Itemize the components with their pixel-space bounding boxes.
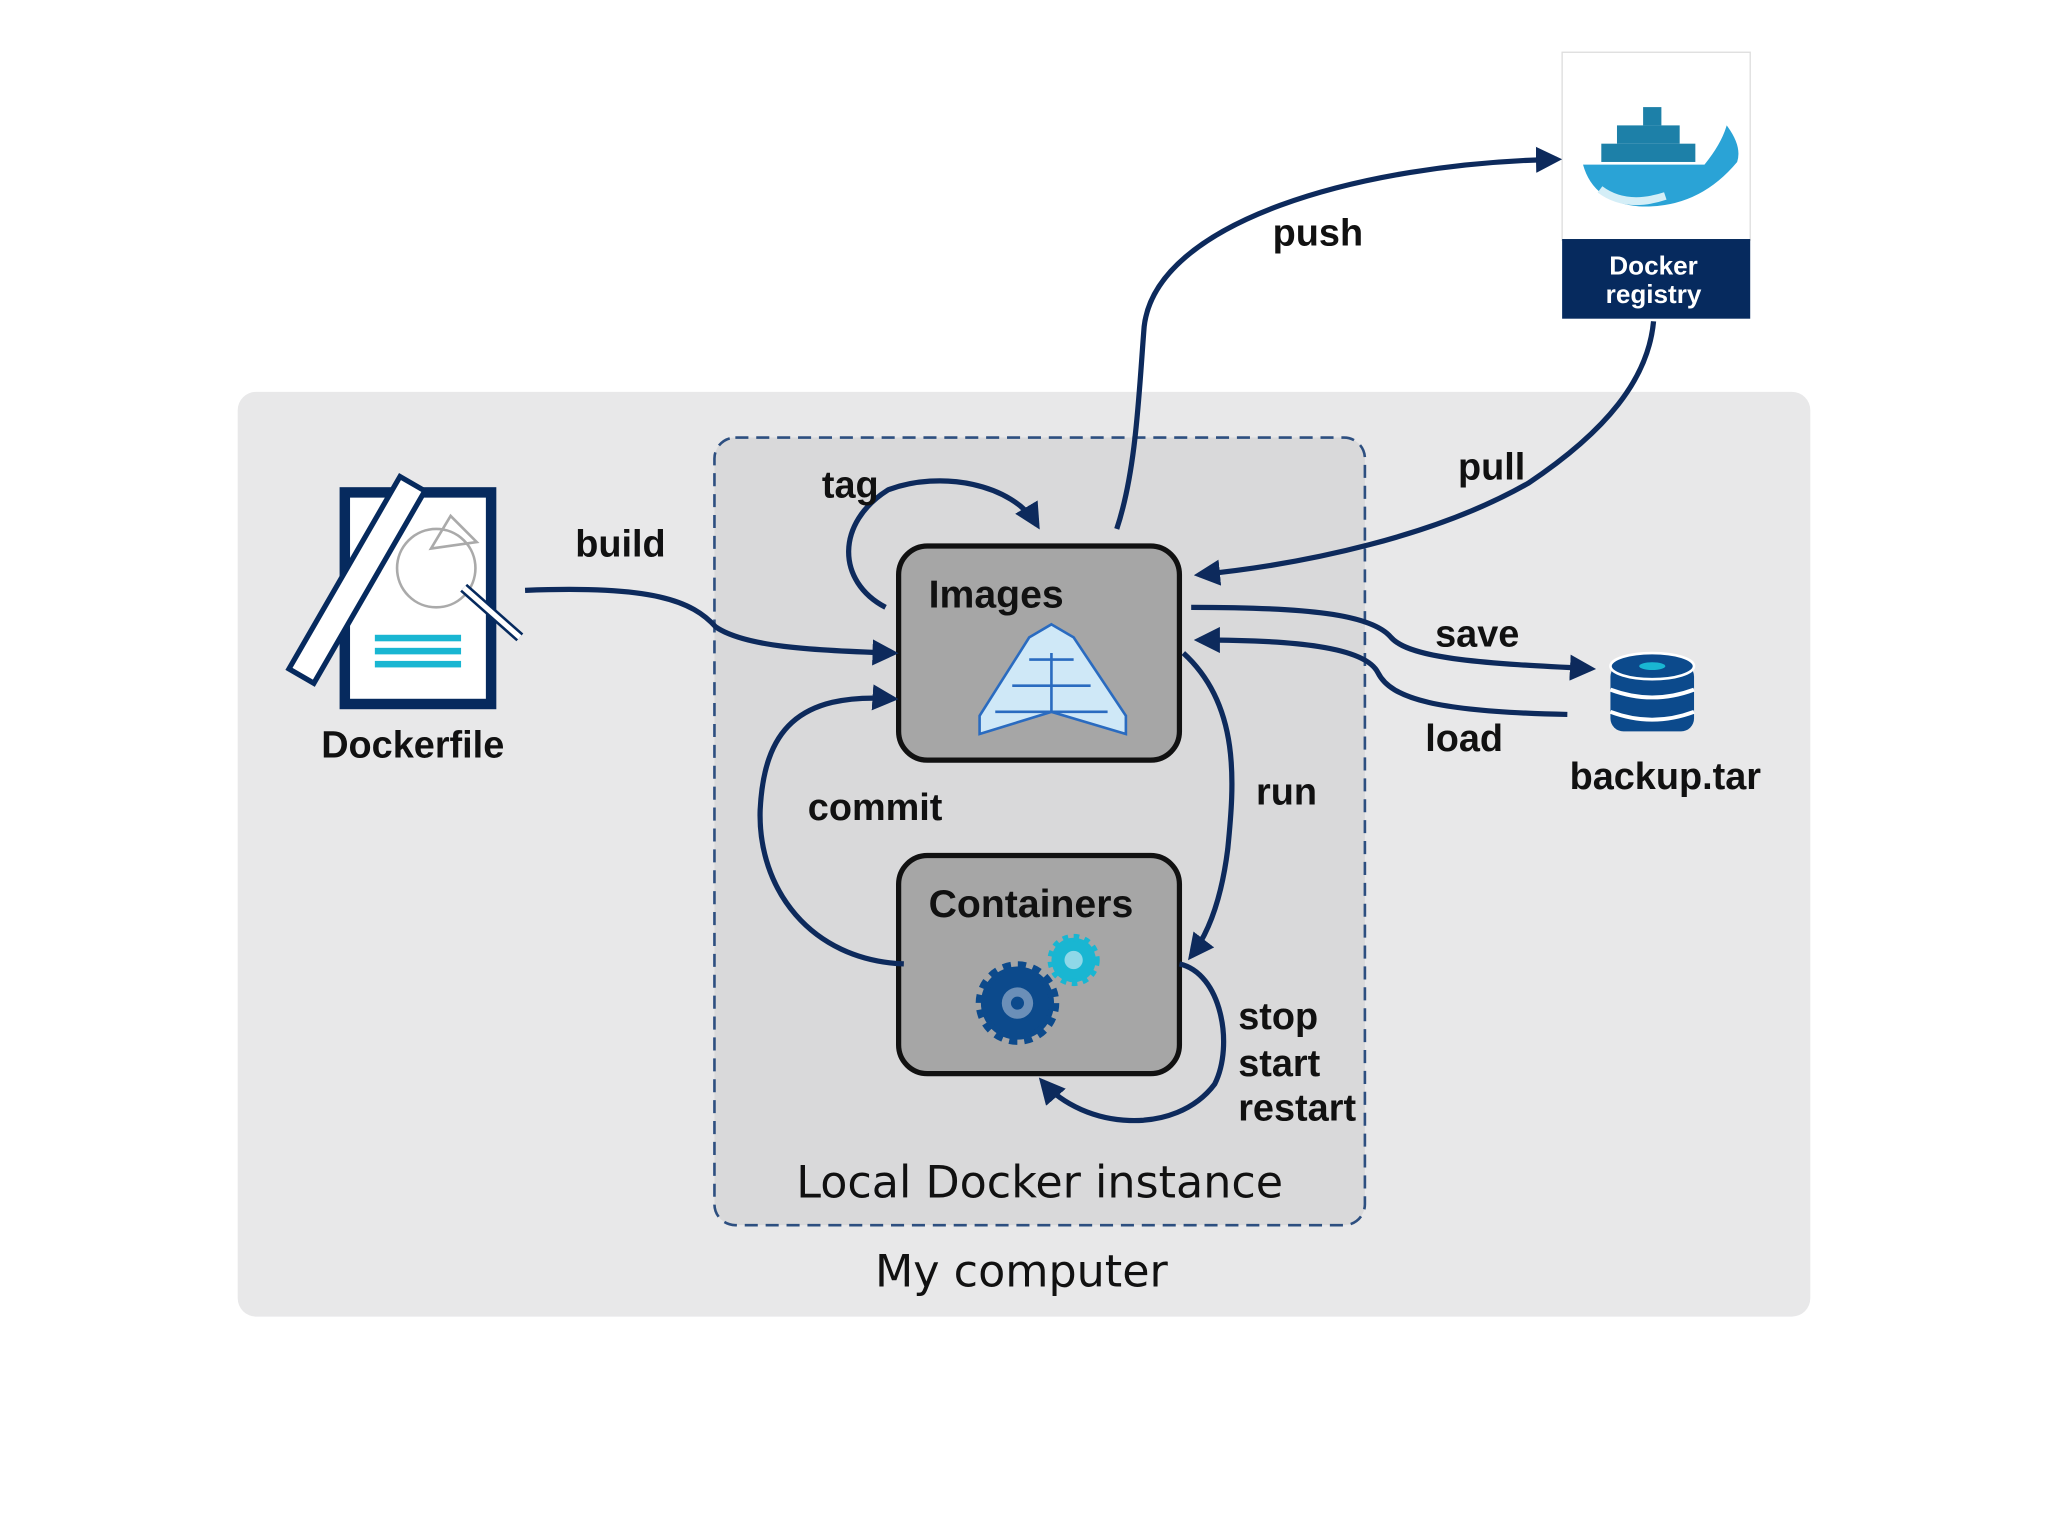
commit-arrow — [757, 684, 904, 967]
dockerfile-document-icon — [285, 473, 524, 710]
run-arrow — [1181, 651, 1235, 961]
local-instance-label: Local Docker instance — [796, 1158, 1283, 1209]
save-arrow — [1191, 604, 1597, 681]
dockerfile-label: Dockerfile — [321, 725, 504, 767]
load-label: load — [1425, 718, 1503, 760]
restart-label: restart — [1238, 1088, 1356, 1130]
docker-registry-node[interactable]: Docker registry — [1561, 51, 1751, 319]
start-label: start — [1238, 1043, 1320, 1085]
my-computer-label: My computer — [875, 1247, 1169, 1298]
pull-label: pull — [1458, 446, 1525, 488]
registry-label-line1: Docker — [1609, 250, 1698, 280]
images-node[interactable]: Images — [896, 543, 1183, 763]
registry-label-line2: registry — [1606, 279, 1702, 309]
containers-node[interactable]: Containers — [896, 852, 1183, 1077]
run-label: run — [1256, 772, 1317, 814]
build-arrow — [524, 586, 899, 666]
images-label: Images — [929, 573, 1064, 616]
pull-arrow — [1193, 321, 1657, 586]
tag-label: tag — [822, 465, 879, 507]
commit-label: commit — [808, 787, 943, 829]
push-label: push — [1273, 213, 1363, 255]
containers-label: Containers — [929, 883, 1134, 926]
tag-arrow — [846, 478, 1040, 610]
save-label: save — [1435, 614, 1519, 656]
backup-label: backup.tar — [1570, 756, 1762, 798]
image-cubes-icon — [978, 622, 1128, 736]
gears-icon — [975, 933, 1100, 1045]
build-label: build — [575, 523, 665, 565]
database-icon[interactable] — [1609, 651, 1696, 732]
stop-start-restart-arrow — [1038, 961, 1227, 1124]
docker-whale-icon — [1583, 107, 1739, 207]
push-arrow — [1114, 146, 1563, 530]
stop-label: stop — [1238, 996, 1318, 1038]
load-arrow — [1193, 626, 1568, 718]
